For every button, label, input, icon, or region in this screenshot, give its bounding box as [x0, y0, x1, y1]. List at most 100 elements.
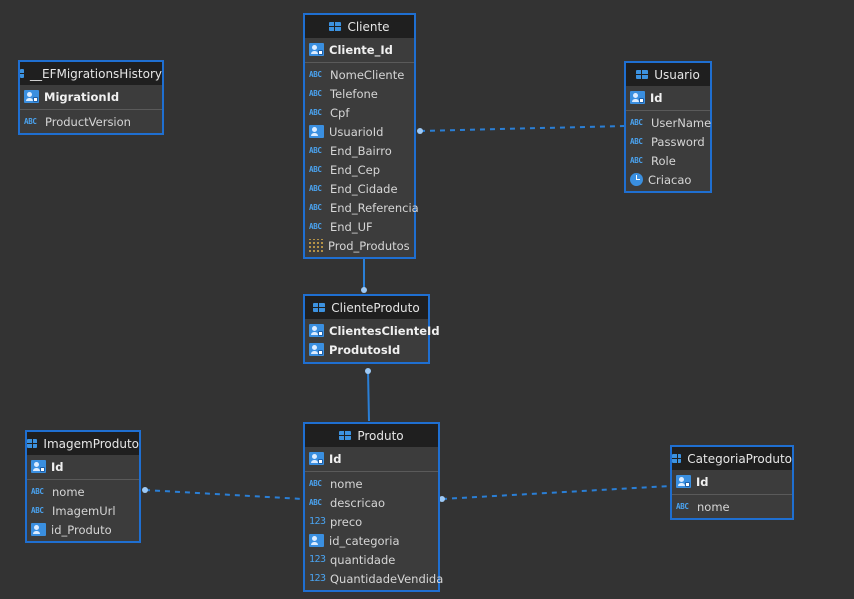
column-name: id_categoria	[329, 533, 400, 548]
column-row[interactable]: ABC nome	[672, 497, 792, 516]
foreign-key-icon	[31, 523, 46, 536]
abc-icon: ABC	[309, 222, 322, 231]
primary-key-column[interactable]: Id	[27, 457, 139, 476]
primary-key-column[interactable]: ProdutosId	[305, 340, 428, 359]
column-row[interactable]: Criacao	[626, 170, 710, 189]
column-name: nome	[697, 499, 730, 514]
entity-header[interactable]: ImagemProduto	[27, 432, 139, 455]
column-row[interactable]: UsuarioId	[305, 122, 414, 141]
abc-icon: ABC	[309, 146, 322, 155]
primary-key-section: Id	[27, 455, 139, 480]
abc-icon: ABC	[630, 118, 643, 127]
link-cliente-usuario-end-dot	[417, 128, 423, 134]
abc-icon: ABC	[31, 506, 44, 515]
primary-key-column[interactable]: Id	[672, 472, 792, 491]
column-name: Criacao	[648, 172, 692, 187]
column-row[interactable]: id_categoria	[305, 531, 438, 550]
link-imagemproduto-produto[interactable]	[144, 489, 304, 500]
abc-icon: ABC	[309, 498, 322, 507]
primary-key-column[interactable]: Id	[305, 449, 438, 468]
table-icon	[672, 454, 682, 463]
table-icon	[636, 70, 649, 79]
abc-icon: ABC	[309, 70, 322, 79]
primary-key-section: MigrationId	[20, 85, 162, 110]
primary-key-column[interactable]: ClientesClienteId	[305, 321, 440, 340]
column-name: End_Bairro	[330, 143, 392, 158]
column-row[interactable]: ABC Cpf	[305, 103, 414, 122]
attribute-section: ABC ProductVersion	[20, 110, 162, 133]
entity-title: CategoriaProduto	[687, 451, 792, 466]
primary-key-section: Id	[305, 447, 438, 472]
column-row[interactable]: ABC NomeCliente	[305, 65, 414, 84]
abc-icon: ABC	[676, 502, 689, 511]
column-row[interactable]: ABC ImagemUrl	[27, 501, 139, 520]
column-name: ProductVersion	[45, 114, 131, 129]
abc-icon: ABC	[630, 156, 643, 165]
column-name: NomeCliente	[330, 67, 405, 82]
key-icon	[31, 460, 46, 473]
column-row[interactable]: ABC End_Bairro	[305, 141, 414, 160]
entity-header[interactable]: Cliente	[305, 15, 414, 38]
link-clienteproduto-produto[interactable]	[367, 369, 370, 422]
column-name: Prod_Produtos	[328, 238, 410, 253]
entity-header[interactable]: CategoriaProduto	[672, 447, 792, 470]
table-icon	[20, 69, 26, 78]
column-name: Role	[651, 153, 676, 168]
primary-key-column[interactable]: Cliente_Id	[305, 40, 414, 59]
column-name: End_Referencia	[330, 200, 419, 215]
entity-header[interactable]: Produto	[305, 424, 438, 447]
column-name: ImagemUrl	[52, 503, 116, 518]
abc-icon: ABC	[309, 108, 322, 117]
entity-header[interactable]: ClienteProduto	[305, 296, 428, 319]
column-row[interactable]: id_Produto	[27, 520, 139, 539]
column-name: Cpf	[330, 105, 350, 120]
column-name: Password	[651, 134, 705, 149]
primary-key-column[interactable]: MigrationId	[20, 87, 162, 106]
abc-icon: ABC	[24, 117, 37, 126]
link-clienteproduto-produto-end-dot	[365, 368, 371, 374]
entity-header[interactable]: __EFMigrationsHistory	[20, 62, 162, 85]
link-produto-categoriaproduto[interactable]	[441, 485, 671, 500]
primary-key-column[interactable]: Id	[626, 88, 710, 107]
column-name: Id	[329, 451, 342, 466]
foreign-key-icon	[309, 125, 324, 138]
entity-title: ImagemProduto	[43, 436, 139, 451]
column-row[interactable]: ABC ProductVersion	[20, 112, 162, 131]
entity-header[interactable]: Usuario	[626, 63, 710, 86]
table-icon	[27, 439, 38, 448]
link-imagemproduto-produto-end-dot	[142, 487, 148, 493]
table-icon	[313, 303, 326, 312]
link-cliente-usuario[interactable]	[419, 125, 625, 132]
column-name: id_Produto	[51, 522, 112, 537]
column-name: End_Cidade	[330, 181, 398, 196]
clock-icon	[630, 173, 643, 186]
abc-icon: ABC	[309, 479, 322, 488]
key-icon	[309, 324, 324, 337]
column-row[interactable]: Prod_Produtos	[305, 236, 414, 255]
column-row[interactable]: ABC Role	[626, 151, 710, 170]
column-name: Id	[650, 90, 663, 105]
